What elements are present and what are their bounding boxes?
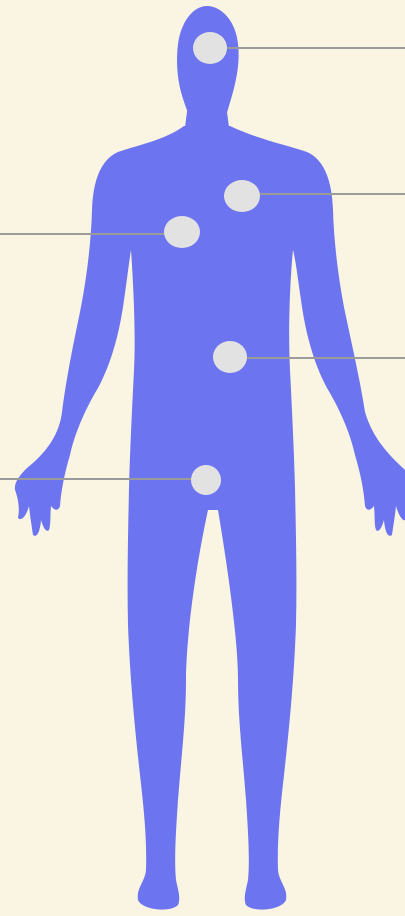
marker-pelvis[interactable] <box>191 465 221 495</box>
marker-left-chest[interactable] <box>164 216 200 248</box>
marker-abdomen[interactable] <box>213 341 247 373</box>
marker-head[interactable] <box>193 32 227 64</box>
marker-right-chest[interactable] <box>224 180 260 212</box>
